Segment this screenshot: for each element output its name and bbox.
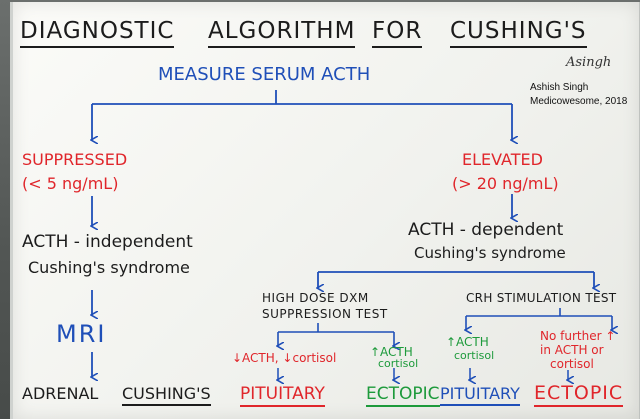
dxm-outcome-a: ↓ACTH, ↓cortisol (232, 351, 337, 365)
acth-dependent-line1: ACTH - dependent (408, 220, 564, 240)
crh-test-label: CRH STIMULATION TEST (466, 291, 617, 305)
mri-test: MRI (56, 320, 107, 348)
acth-independent-line2: Cushing's syndrome (28, 258, 190, 277)
acth-independent-line1: ACTH - independent (22, 232, 193, 252)
crh-outcome-a-line1: ↑ACTH (446, 335, 489, 349)
suppressed-label: SUPPRESSED (22, 150, 128, 169)
acth-dependent-line2: Cushing's syndrome (414, 244, 566, 262)
author-name: Ashish Singh (530, 82, 589, 93)
title-word-for: FOR (372, 20, 423, 48)
crh-result-pituitary: PITUITARY (440, 386, 520, 406)
crh-outcome-b-line1: No further ↑ (540, 329, 616, 343)
result-cushings: CUSHING'S (122, 386, 211, 406)
crh-result-ectopic: ECTOPIC (534, 384, 624, 407)
crh-outcome-b-line3: cortisol (550, 357, 594, 371)
elevated-label: ELEVATED (462, 150, 543, 169)
dxm-result-pituitary: PITUITARY (240, 386, 325, 407)
title-word-cushings: CUSHING'S (450, 20, 587, 48)
crh-outcome-a-line2: cortisol (454, 349, 495, 362)
whiteboard (10, 2, 640, 419)
dxm-outcome-b-line1: ↑ACTH (370, 345, 413, 359)
dxm-test-line2: SUPPRESSION TEST (262, 307, 388, 321)
dxm-outcome-b-line2: cortisol (378, 357, 419, 370)
root-node: MEASURE SERUM ACTH (158, 64, 371, 85)
author-signature: Asingh (566, 55, 612, 70)
title-word-diagnostic: DIAGNOSTIC (20, 20, 175, 48)
dxm-result-ectopic: ECTOPIC (366, 386, 440, 407)
title-word-algorithm: ALGORITHM (208, 20, 356, 48)
author-source: Medicowesome, 2018 (530, 96, 628, 107)
elevated-range: (> 20 ng/mL) (452, 174, 559, 193)
suppressed-range: (< 5 ng/mL) (22, 174, 119, 193)
dxm-test-line1: HIGH DOSE DXM (262, 291, 369, 305)
result-adrenal: ADRENAL (22, 384, 99, 403)
crh-outcome-b-line2: in ACTH or (540, 343, 604, 357)
